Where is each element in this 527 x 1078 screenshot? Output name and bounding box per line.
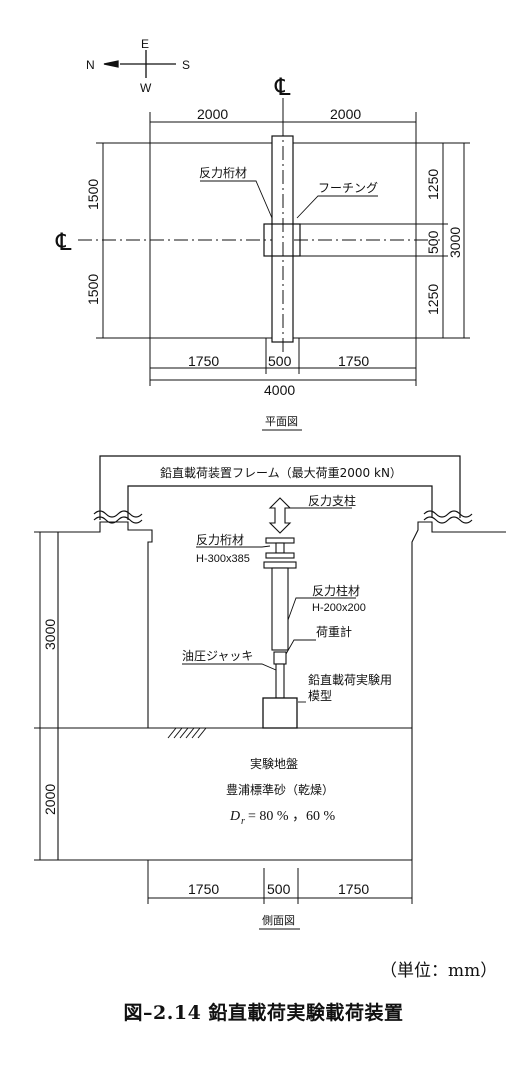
plan-label-reaction-girder: 反力桁材 (199, 166, 247, 180)
plan-view: ℄ ℄ (55, 74, 470, 431)
model-footing (262, 697, 298, 729)
plan-dim-right-total: 3000 (447, 227, 463, 258)
side-dim-bottom-mid: 500 (267, 881, 291, 897)
plan-caption: 平面図 (265, 415, 298, 428)
ground-label: 実験地盤 (250, 756, 298, 771)
reaction-column (263, 561, 297, 651)
plan-reaction-girder (271, 135, 294, 343)
ground-hatch-icon (167, 727, 207, 739)
plan-dim-top-right: 2000 (330, 106, 361, 122)
frame-label: 鉛直載荷装置フレーム（最大荷重2000 kN） (160, 466, 402, 480)
loading-frame (93, 455, 473, 524)
side-dim-bottom-right: 1750 (338, 881, 369, 897)
plan-dim-bottom-right: 1750 (338, 353, 369, 369)
compass (103, 50, 176, 78)
label-reaction-post: 反力支柱 (308, 493, 356, 508)
figure-caption: 図–2.14 鉛直載荷実験載荷装置 (123, 1002, 404, 1024)
plan-centerline-top-symbol: ℄ (274, 74, 291, 101)
load-cell (273, 651, 287, 665)
compass-s: S (182, 58, 190, 72)
plan-dim-right-upper: 1250 (425, 169, 441, 200)
reaction-girder-section (265, 537, 295, 559)
label-model-2: 模型 (308, 689, 332, 703)
compass-n: N (86, 58, 95, 72)
label-reaction-girder: 反力桁材 (196, 533, 244, 547)
side-caption: 側面図 (262, 914, 295, 927)
compass-e: E (141, 37, 149, 51)
dr-symbol: D (229, 809, 240, 824)
dr-subscript: r (241, 816, 245, 827)
label-load-cell: 荷重計 (316, 624, 352, 639)
compass-w: W (140, 81, 152, 95)
north-arrow-icon (103, 60, 119, 68)
dr-values: = 80 % ，60 % (248, 809, 336, 824)
plan-footing (263, 223, 301, 257)
plan-dim-top-left: 2000 (197, 106, 228, 122)
side-view: 鉛直載荷装置フレーム（最大荷重2000 kN） 反力支柱 (34, 455, 506, 930)
reaction-post (268, 497, 292, 534)
label-model-1: 鉛直載荷実験用 (308, 672, 392, 687)
plan-dim-bottom-left: 1750 (188, 353, 219, 369)
plan-dim-right-middle: 500 (425, 230, 441, 254)
plan-dim-left-upper: 1500 (85, 179, 101, 210)
side-dim-bottom-left: 1750 (188, 881, 219, 897)
plan-label-footing: フーチング (318, 181, 378, 195)
label-reaction-column-size: H-200x200 (312, 602, 366, 614)
side-dim-left-upper: 3000 (42, 619, 58, 650)
hydraulic-jack (275, 663, 285, 699)
plan-dim-left-lower: 1500 (85, 274, 101, 305)
side-dim-left-lower: 2000 (42, 784, 58, 815)
label-hydraulic-jack: 油圧ジャッキ (182, 649, 253, 663)
plan-centerline-left-symbol: ℄ (55, 229, 72, 256)
plan-dim-right-lower: 1250 (425, 284, 441, 315)
plan-dim-bottom-total: 4000 (264, 382, 295, 398)
sand-label: 豊浦標準砂（乾燥） (226, 782, 334, 797)
plan-dim-bottom-mid: 500 (268, 353, 292, 369)
unit-note: （単位：mm） (380, 961, 498, 981)
label-reaction-girder-size: H-300x385 (196, 553, 250, 565)
label-reaction-column: 反力柱材 (312, 583, 360, 598)
